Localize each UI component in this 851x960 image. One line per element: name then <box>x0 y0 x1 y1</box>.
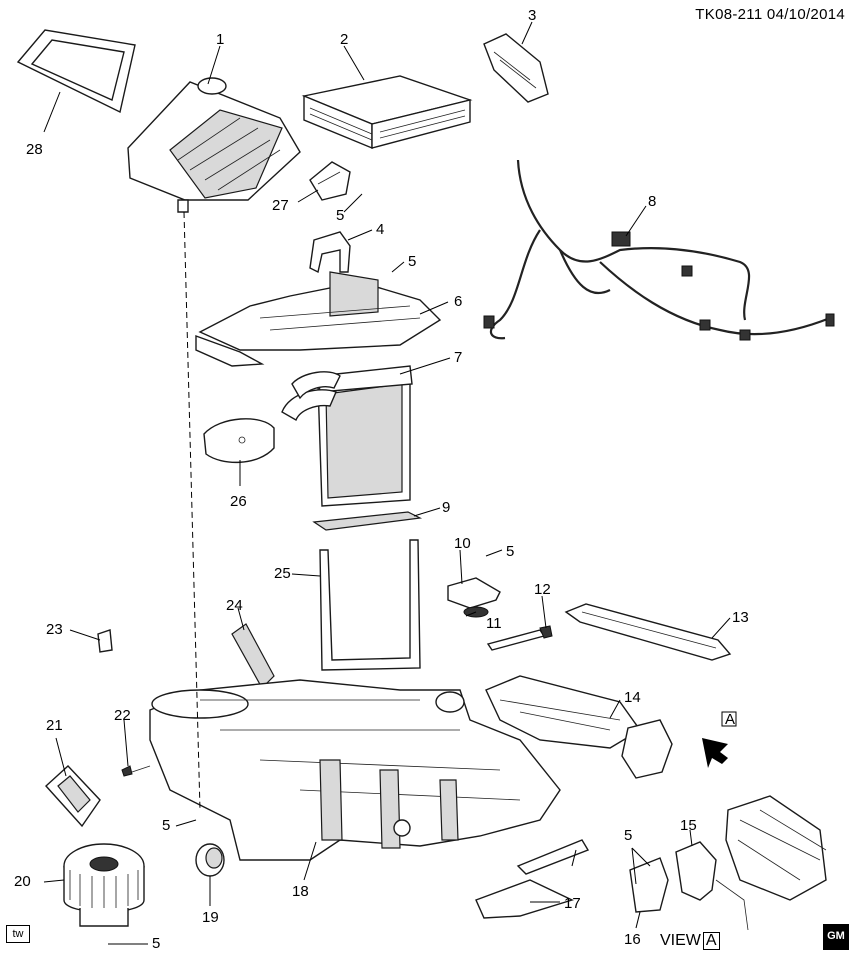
callout-24: 24 <box>226 597 243 614</box>
callout-7: 7 <box>454 349 462 366</box>
part-7-heater-core <box>281 365 413 507</box>
part-21-seal-ring <box>45 765 101 828</box>
callout-27: 27 <box>272 197 289 214</box>
part-22-screw <box>121 765 151 777</box>
callout-14: 14 <box>624 689 641 706</box>
callout-16: 16 <box>624 931 641 948</box>
tw-tag: tw <box>6 925 30 943</box>
callout-15: 15 <box>680 817 697 834</box>
callout-19: 19 <box>202 909 219 926</box>
part-6-upper-housing <box>195 271 442 367</box>
callout-4: 4 <box>376 221 384 238</box>
callout-10: 10 <box>454 535 471 552</box>
part-3-filter-door <box>483 33 549 103</box>
leader-lines <box>43 21 731 945</box>
callout-13: 13 <box>732 609 749 626</box>
callout-6: 6 <box>454 293 462 310</box>
callout-12: 12 <box>534 581 551 598</box>
callout-22: 22 <box>114 707 131 724</box>
part-25-frame-seal <box>319 539 421 671</box>
part-27-actuator <box>309 161 351 201</box>
part-20-blower-motor <box>63 843 145 927</box>
part-13-duct <box>564 603 732 661</box>
callout-8: 8 <box>648 193 656 210</box>
part-1-upper-case <box>127 77 301 213</box>
part-23-clip <box>97 629 113 653</box>
view-a-arrow-icon: A <box>702 711 737 768</box>
part-16-actuator <box>629 857 669 913</box>
callout-11: 11 <box>486 615 502 632</box>
part-8-wiring-harness <box>483 159 835 341</box>
part-18-lower-housing <box>149 679 561 861</box>
callout-5f: 5 <box>624 827 632 844</box>
callout-28: 28 <box>26 141 43 158</box>
part-15-bracket <box>675 841 749 931</box>
arrow-letter: A <box>725 711 735 728</box>
view-letter-box: A <box>702 932 720 950</box>
part-12-sensor <box>486 625 553 651</box>
callout-2: 2 <box>340 31 348 48</box>
part-10-module <box>447 577 501 618</box>
diagram-code-date: TK08-211 04/10/2014 <box>695 6 845 23</box>
callout-5d: 5 <box>162 817 170 834</box>
callout-5b: 5 <box>408 253 416 270</box>
callout-21: 21 <box>46 717 63 734</box>
part-4-bracket <box>309 231 351 274</box>
callout-1: 1 <box>216 31 224 48</box>
callout-18: 18 <box>292 883 309 900</box>
callout-3: 3 <box>528 7 536 24</box>
part-24-seal-block <box>231 623 275 689</box>
callout-17: 17 <box>564 895 581 912</box>
gm-logo: GM <box>823 924 849 950</box>
callout-5c: 5 <box>506 543 514 560</box>
callout-labels: 1 2 3 28 27 5 8 4 5 6 7 26 9 10 5 25 11 … <box>14 7 749 952</box>
part-14-case-actuators <box>485 675 673 779</box>
callout-5e: 5 <box>152 935 160 952</box>
part-2-air-filter <box>301 75 473 150</box>
callout-23: 23 <box>46 621 63 638</box>
part-9-seal-strip <box>312 511 423 531</box>
part-17-ducts <box>475 839 590 919</box>
part-26-seal <box>203 418 275 464</box>
part-28-seal <box>16 29 136 114</box>
callout-25: 25 <box>274 565 291 582</box>
callout-26: 26 <box>230 493 247 510</box>
view-text: VIEW <box>660 932 701 949</box>
callout-20: 20 <box>14 873 31 890</box>
part-19-resistor <box>195 843 225 877</box>
callout-9: 9 <box>442 499 450 516</box>
view-a-inset <box>725 795 827 901</box>
callout-5a: 5 <box>336 207 344 224</box>
